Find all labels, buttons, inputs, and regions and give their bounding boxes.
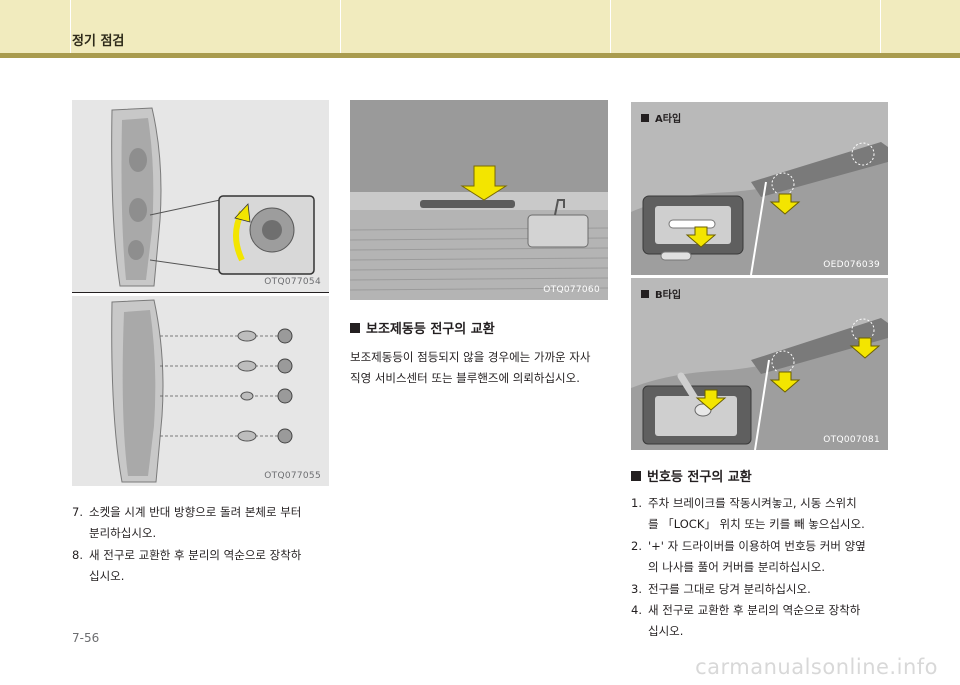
bullet-square-icon (641, 113, 649, 122)
header-divider (70, 0, 71, 53)
step-text-line: 십시오. (89, 569, 125, 583)
type-label-b: B타입 (641, 286, 681, 301)
section-title-text: 번호등 전구의 교환 (647, 470, 752, 485)
step-text-line: 새 전구로 교환한 후 분리의 역순으로 장착하 (89, 548, 302, 562)
figure-license-lamp-a-type: A타입 OED076039 (631, 102, 888, 275)
type-label-a: A타입 (641, 110, 681, 125)
step-number: 1. (631, 496, 642, 510)
figure-tail-lamp-bulbs: OTQ077055 (72, 296, 329, 486)
step-number: 8. (72, 548, 83, 562)
figure-license-lamp-b-type: B타입 OTQ007081 (631, 278, 888, 450)
step-text-line: 소켓을 시계 반대 방향으로 돌려 본체로 부터 (89, 505, 302, 519)
page-title: 정기 점검 (72, 34, 125, 49)
step-text-line: 주차 브레이크를 작동시켜놓고, 시동 스위치 (648, 496, 857, 510)
step-text-line: 새 전구로 교환한 후 분리의 역순으로 장착하 (648, 603, 861, 617)
license-lamp-b-illustration (631, 278, 888, 450)
step-text-line: 십시오. (648, 624, 684, 638)
header-divider (610, 0, 611, 53)
figure-code: OTQ077054 (264, 277, 321, 287)
header-bar (0, 53, 960, 58)
paragraph-line: 보조제동등이 점등되지 않을 경우에는 가까운 자사 (350, 350, 591, 364)
bullet-square-icon (631, 470, 641, 481)
tail-lamp-socket-illustration (111, 107, 315, 287)
step-text-line: 를 「LOCK」 위치 또는 키를 빼 놓으십시오. (648, 517, 865, 531)
figure-code: OTQ007081 (823, 435, 880, 445)
step-number: 2. (631, 539, 642, 553)
bullet-square-icon (350, 322, 360, 333)
section-title-text: 보조제동등 전구의 교환 (366, 322, 495, 337)
figure-tail-lamp-socket: OTQ077054 (72, 100, 329, 292)
section-title-license: 번호등 전구의 교환 (631, 466, 752, 485)
figure-divider (72, 292, 329, 293)
step-text-line: 의 나사를 풀어 커버를 분리하십시오. (648, 560, 825, 574)
step-text-line: 전구를 그대로 당겨 분리하십시오. (648, 582, 811, 596)
paragraph-line: 직영 서비스센터 또는 블루핸즈에 의뢰하십시오. (350, 371, 580, 385)
figure-code: OED076039 (823, 260, 880, 270)
type-label-text: B타입 (655, 290, 682, 301)
bullet-square-icon (641, 289, 649, 298)
type-label-text: A타입 (655, 114, 682, 125)
step-text-line: '+' 자 드라이버를 이용하여 번호등 커버 양옆 (648, 539, 866, 553)
step-number: 3. (631, 582, 642, 596)
page-header (0, 0, 960, 55)
step-number: 7. (72, 505, 83, 519)
figure-high-mount-stop-lamp: OTQ077060 (350, 100, 608, 300)
page-number: 7-56 (72, 631, 100, 645)
license-lamp-a-illustration (631, 102, 888, 275)
tail-lamp-bulbs-illustration (111, 299, 293, 483)
figure-code: OTQ077055 (264, 471, 321, 481)
step-text-line: 분리하십시오. (89, 526, 157, 540)
watermark: carmanualsonline.info (695, 655, 938, 679)
high-stop-paragraph: 보조제동등이 점등되지 않을 경우에는 가까운 자사 직영 서비스센터 또는 블… (350, 347, 610, 389)
header-divider (340, 0, 341, 53)
figure-code: OTQ077060 (543, 285, 600, 295)
step-number: 4. (631, 603, 642, 617)
rear-window-illustration (350, 100, 608, 300)
header-divider (880, 0, 881, 53)
section-title-high-stop: 보조제동등 전구의 교환 (350, 318, 495, 337)
